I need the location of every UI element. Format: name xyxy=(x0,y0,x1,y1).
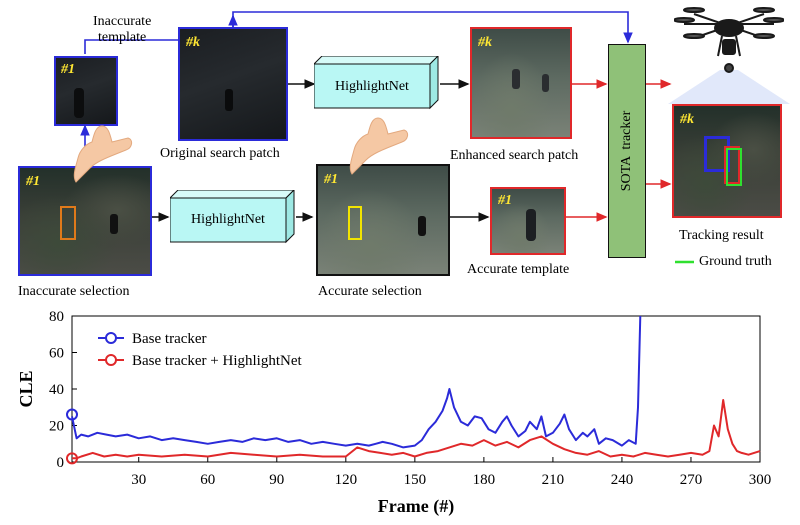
series-line-highlightnet xyxy=(72,399,761,460)
original-search-patch-image: #k xyxy=(178,27,288,141)
y-tick-label: 20 xyxy=(49,419,64,435)
frame-tag: #k xyxy=(680,112,694,127)
sota-tracker-label: SOTA tracker xyxy=(619,110,634,192)
frame-tag: #1 xyxy=(61,62,75,77)
hand-pointer-icon xyxy=(73,125,133,183)
y-tick-label: 80 xyxy=(49,309,64,325)
frame-tag: #k xyxy=(186,35,200,50)
accurate-selection-image: #1 xyxy=(316,164,450,276)
x-tick-label: 240 xyxy=(611,472,634,488)
x-tick-label: 60 xyxy=(200,472,215,488)
x-axis-label: Frame (#) xyxy=(378,496,454,517)
label-tracking-result: Tracking result xyxy=(679,228,764,243)
label-ground-truth: Ground truth xyxy=(699,254,772,269)
figure-silhouette xyxy=(74,88,84,118)
accurate-template-image: #1 xyxy=(490,187,566,255)
highlightnet-bottom-block xyxy=(170,190,295,244)
frame-tag: #1 xyxy=(498,193,512,208)
figure-silhouette xyxy=(526,209,536,241)
highlightnet-top-block xyxy=(314,56,439,110)
highlightnet-bottom-label: HighlightNet xyxy=(191,212,265,227)
hand-pointer-icon xyxy=(349,117,409,175)
x-tick-label: 180 xyxy=(473,472,496,488)
x-tick-label: 30 xyxy=(131,472,146,488)
y-tick-label: 0 xyxy=(57,455,65,471)
legend-marker xyxy=(105,332,117,344)
label-accurate-selection: Accurate selection xyxy=(318,284,422,299)
legend-label: Base tracker xyxy=(132,331,207,347)
label-inaccurate-template: Inaccurate template xyxy=(93,14,152,45)
enhanced-search-patch-image: #k xyxy=(470,27,572,139)
y-axis-label: CLE xyxy=(16,370,36,407)
frame-tag: #k xyxy=(478,35,492,50)
inaccurate-template-image: #1 xyxy=(54,56,118,126)
x-tick-label: 120 xyxy=(335,472,358,488)
tracking-result-image: #k xyxy=(672,104,782,218)
figure-silhouette xyxy=(110,214,118,234)
highlightnet-top-label: HighlightNet xyxy=(335,79,409,94)
inaccurate-selection-image: #1 xyxy=(18,166,152,276)
frame-tag: #1 xyxy=(324,172,338,187)
figure-silhouette xyxy=(418,216,426,236)
x-tick-label: 150 xyxy=(404,472,427,488)
start-marker xyxy=(66,452,78,465)
x-tick-label: 210 xyxy=(542,472,565,488)
ground-truth-box xyxy=(726,148,742,186)
sota-tracker-block xyxy=(608,44,646,258)
label-enhanced-search-patch: Enhanced search patch xyxy=(450,148,579,163)
highlightnet-tracker-box xyxy=(724,146,740,184)
diagram-connectors xyxy=(80,11,790,264)
label-inaccurate-selection: Inaccurate selection xyxy=(18,284,130,299)
y-tick-label: 60 xyxy=(49,346,64,362)
x-tick-label: 300 xyxy=(749,472,772,488)
series-line-base xyxy=(71,315,642,449)
label-accurate-template: Accurate template xyxy=(467,262,570,277)
figure-silhouette xyxy=(512,69,520,89)
legend-label: Base tracker + HighlightNet xyxy=(132,353,302,369)
y-tick-label: 40 xyxy=(49,382,64,398)
start-marker xyxy=(66,408,78,421)
legend-marker xyxy=(105,354,117,366)
x-tick-label: 270 xyxy=(680,472,703,488)
figure-silhouette xyxy=(225,89,233,111)
label-original-search-patch: Original search patch xyxy=(160,146,280,161)
inaccurate-selection-box xyxy=(60,206,76,240)
figure-silhouette xyxy=(542,74,549,92)
drone-icon xyxy=(674,7,784,73)
drone-beam xyxy=(668,70,790,104)
base-tracker-box xyxy=(704,136,730,172)
accurate-selection-box xyxy=(348,206,362,240)
x-tick-label: 90 xyxy=(269,472,284,488)
frame-tag: #1 xyxy=(26,174,40,189)
